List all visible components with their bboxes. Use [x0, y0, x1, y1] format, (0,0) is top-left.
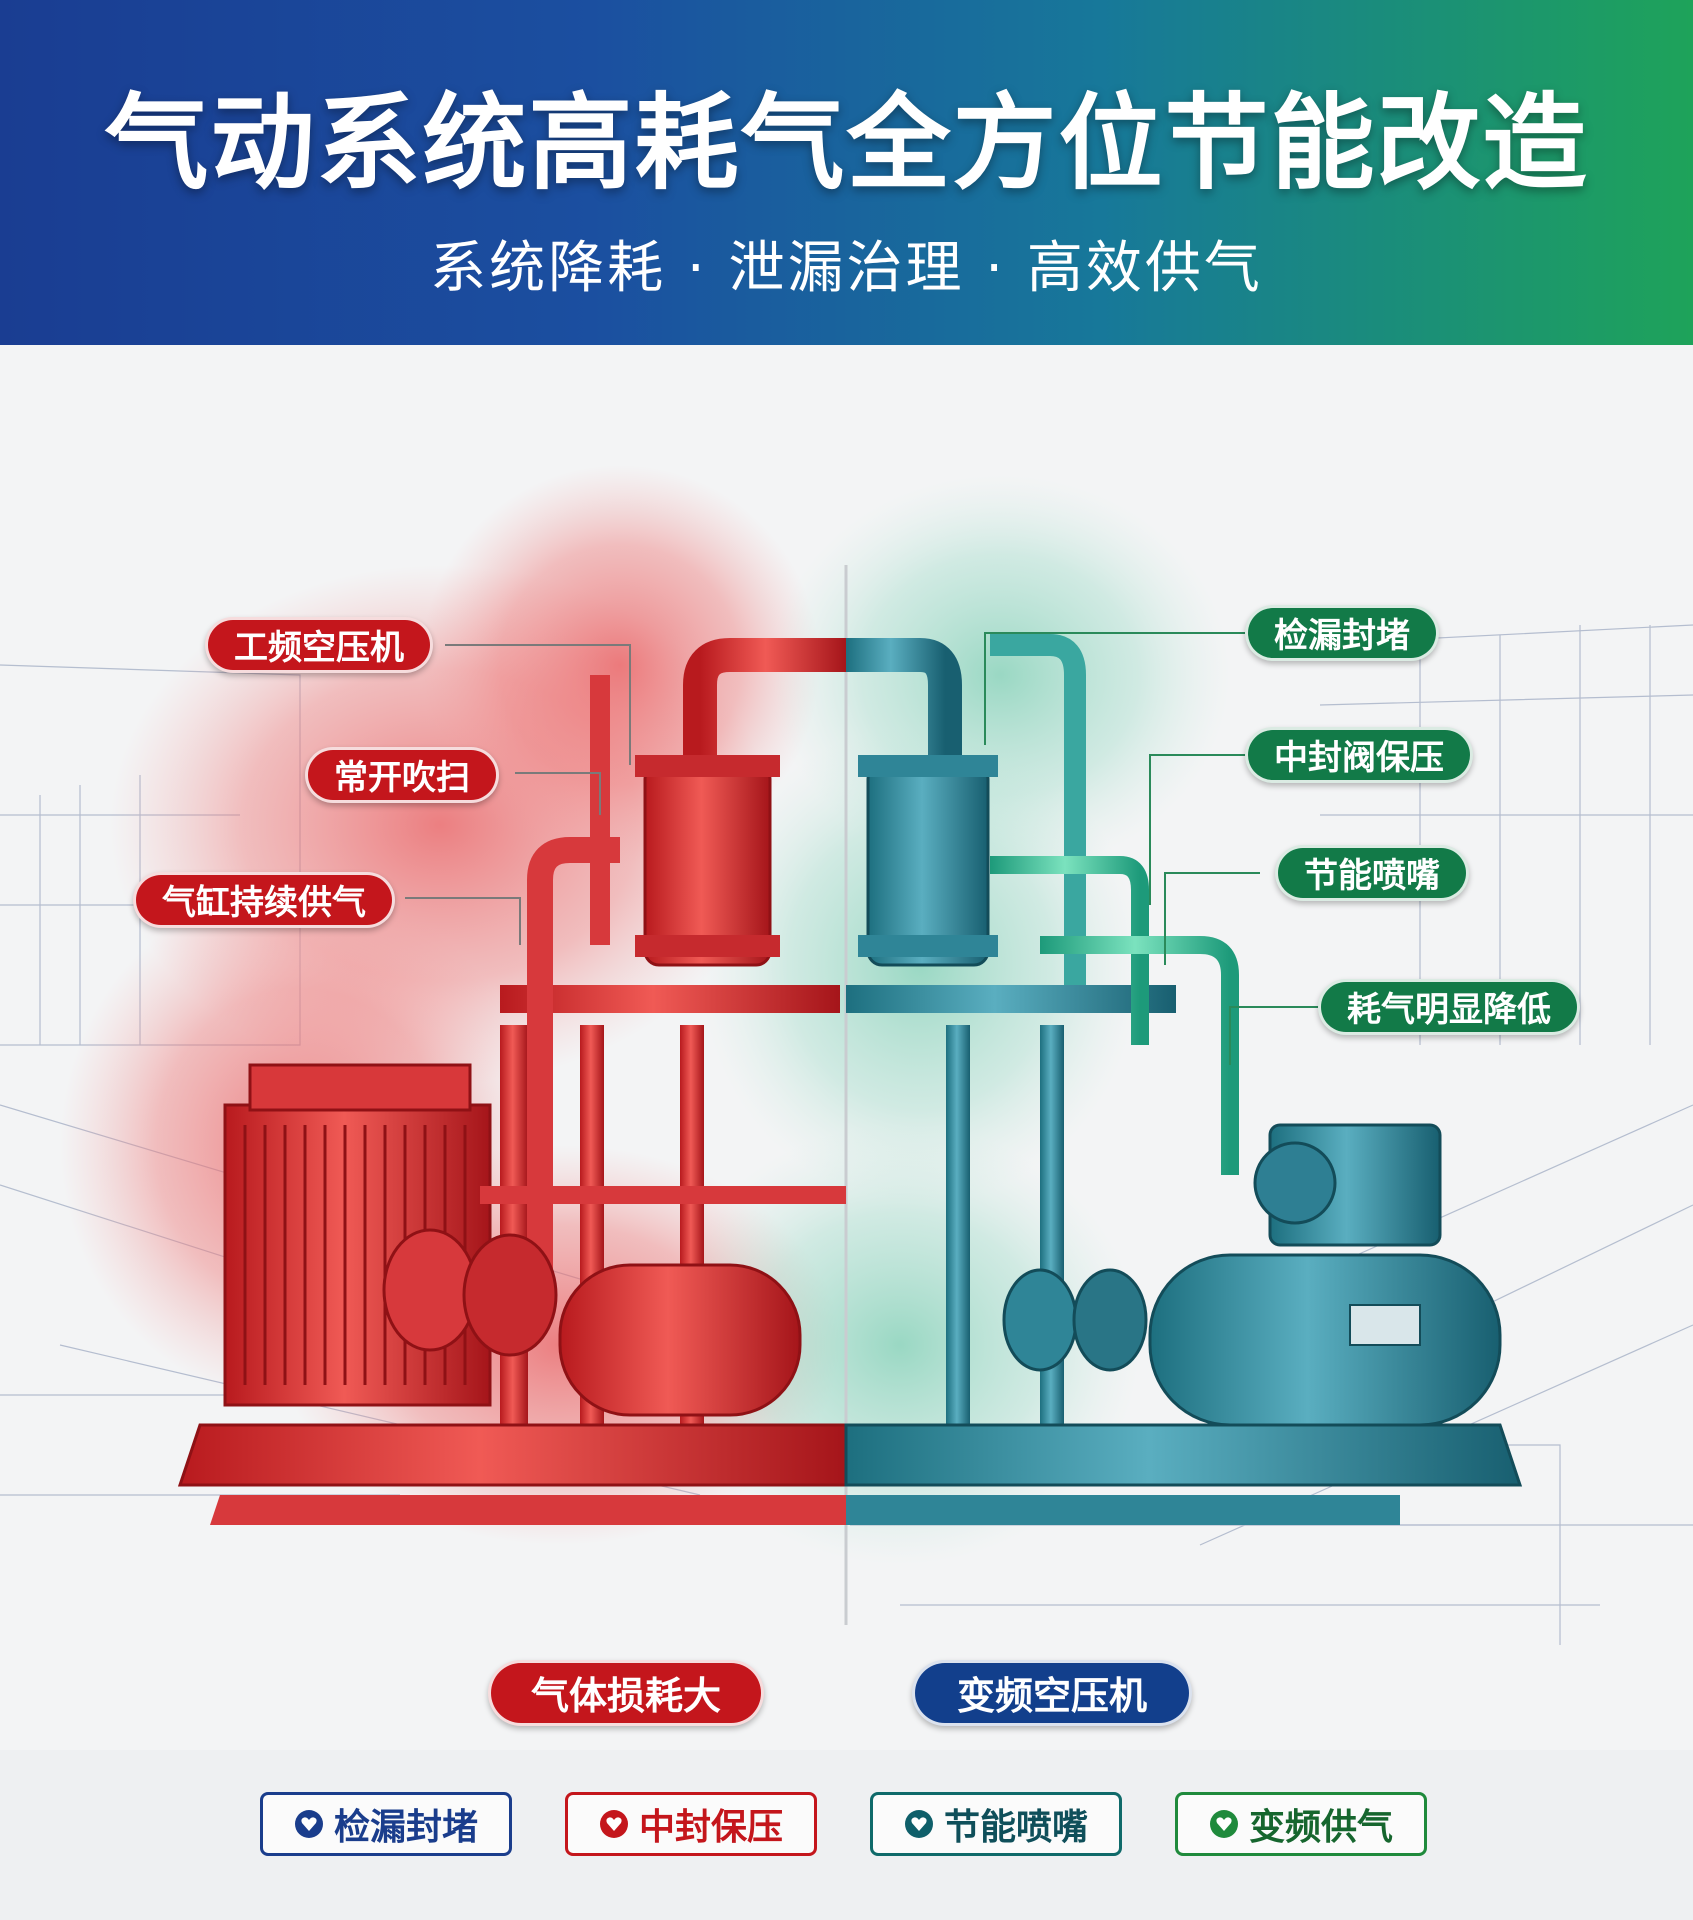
left-leader-lines: [405, 644, 631, 945]
comparison-illustration: [0, 465, 1693, 1645]
badge-mid-seal-pressure: 中封保压: [565, 1792, 817, 1856]
badge-label: 中封保压: [638, 1807, 783, 1848]
callout-always-open-purge: 常开吹扫: [305, 747, 499, 803]
page-title: 气动系统高耗气全方位节能改造: [104, 82, 1589, 204]
heart-location-icon: [599, 1810, 628, 1838]
heart-location-icon: [1209, 1810, 1238, 1838]
callout-line-frequency-compressor: 工频空压机: [205, 617, 433, 673]
badge-label: 变频供气: [1248, 1807, 1393, 1848]
callout-consumption-reduced: 耗气明显降低: [1318, 979, 1580, 1035]
badge-leak-sealing: 检漏封堵: [260, 1792, 512, 1856]
heart-location-icon: [904, 1810, 933, 1838]
right-leader-lines: [984, 632, 1320, 1065]
equipment-illustration: 工频空压机 常开吹扫 气缸持续供气 气体损耗大 检漏封堵 中封阀保压 节能喷嘴 …: [0, 345, 1693, 1750]
badge-energy-nozzle: 节能喷嘴: [870, 1792, 1122, 1856]
badge-label: 检漏封堵: [333, 1807, 478, 1848]
header-banner: [0, 0, 1693, 345]
heart-location-icon: [294, 1810, 323, 1838]
badge-variable-frequency-supply: 变频供气: [1175, 1792, 1427, 1856]
page-subtitle: 系统降耗 · 泄漏治理 · 高效供气: [430, 236, 1263, 301]
callout-leak-detection-sealing: 检漏封堵: [1245, 605, 1439, 661]
callout-cylinder-continuous-supply: 气缸持续供气: [133, 872, 395, 928]
callout-high-gas-loss: 气体损耗大: [488, 1660, 765, 1726]
callout-variable-frequency-compressor: 变频空压机: [912, 1660, 1193, 1726]
teal-compressor-system: [844, 634, 1523, 1525]
badge-label: 节能喷嘴: [943, 1807, 1088, 1848]
red-compressor-system: [177, 638, 848, 1525]
callout-mid-seal-valve-pressure: 中封阀保压: [1245, 727, 1473, 783]
callout-energy-saving-nozzle: 节能喷嘴: [1275, 845, 1469, 901]
